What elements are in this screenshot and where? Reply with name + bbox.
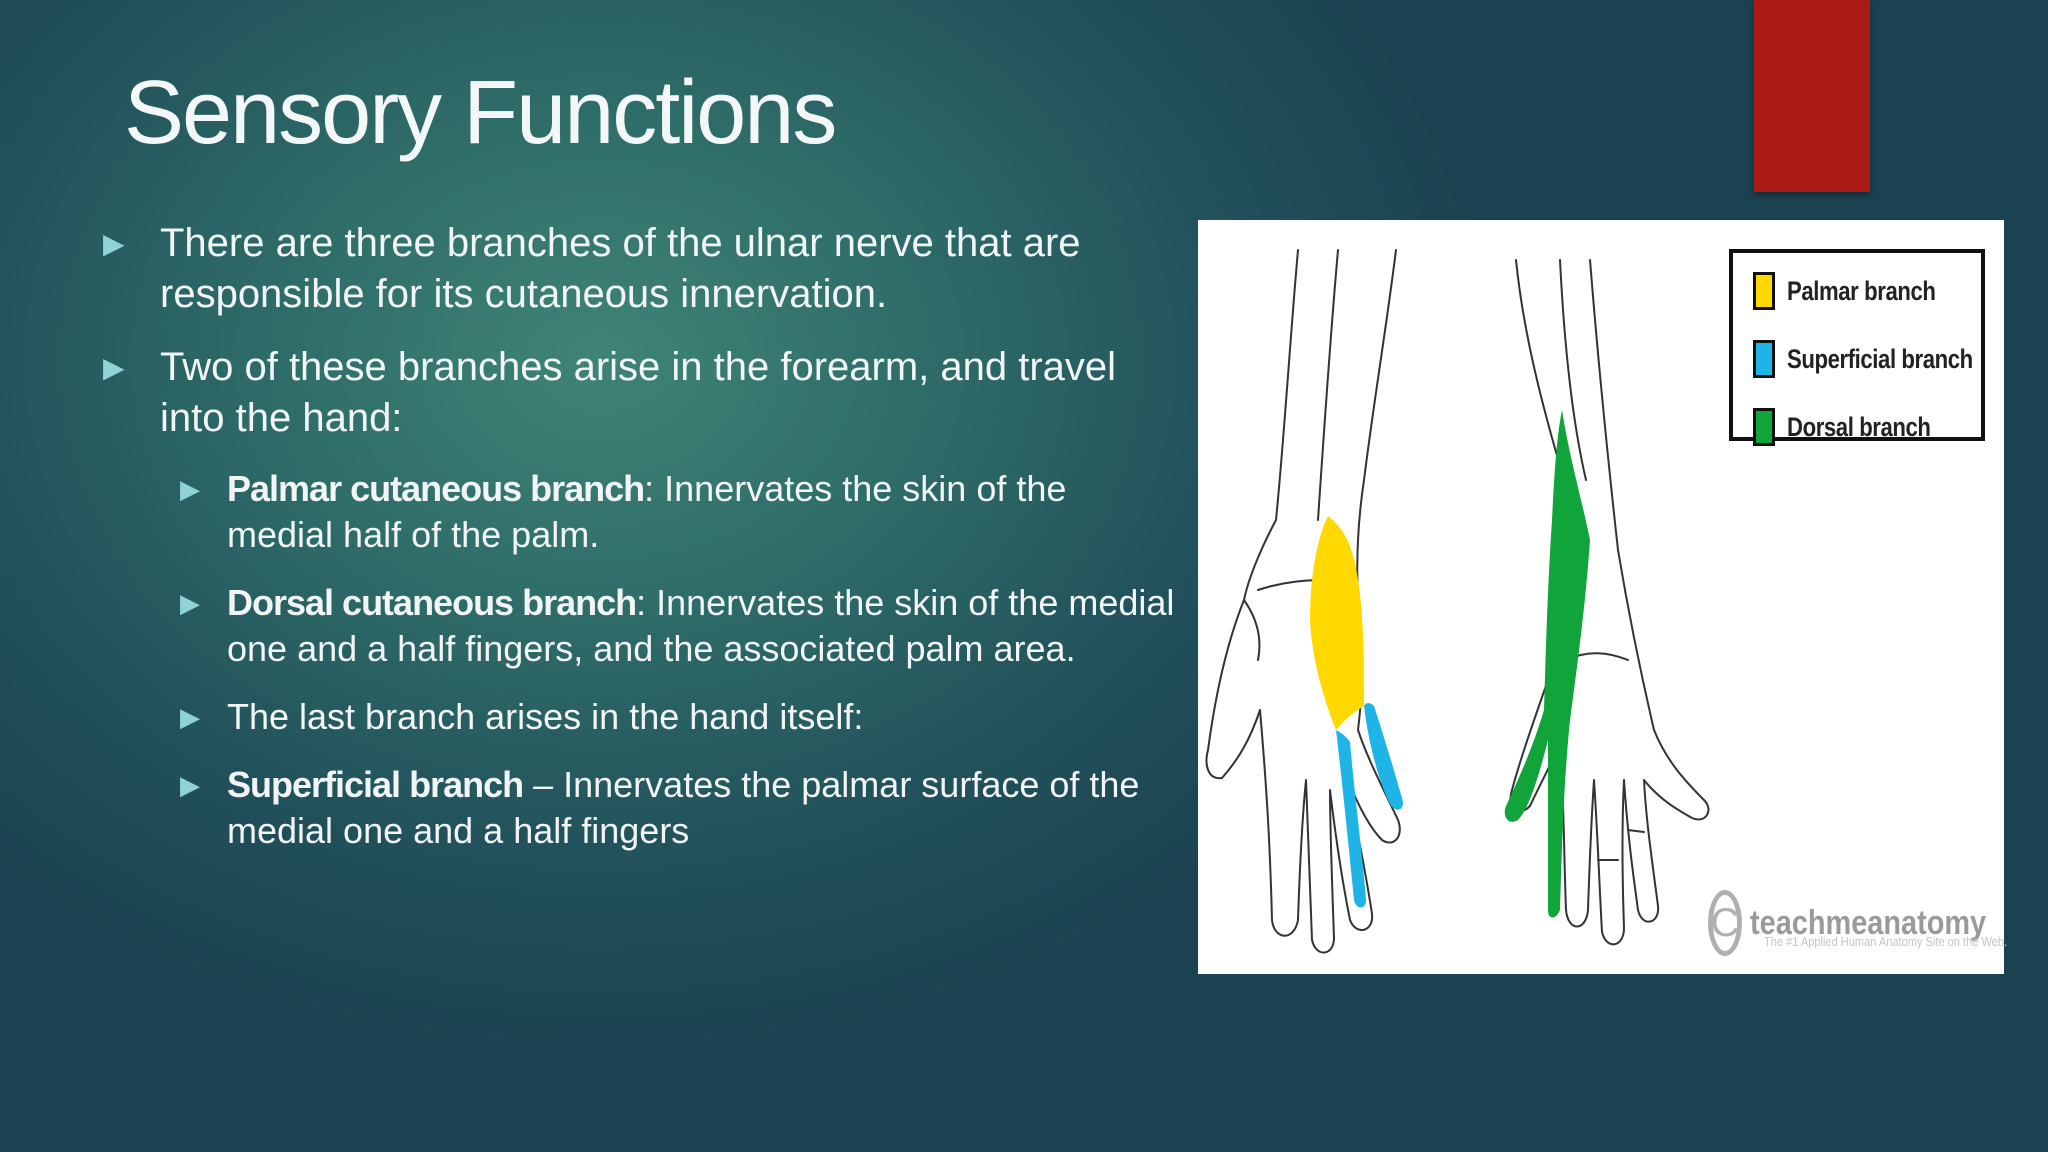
sub-bullet-bold: Superficial branch: [227, 764, 524, 805]
copyright-icon: C: [1708, 890, 1742, 956]
bullet-item: ▶ Two of these branches arise in the for…: [100, 342, 1180, 444]
slide-title: Sensory Functions: [124, 63, 837, 163]
legend-label: Dorsal branch: [1787, 411, 1931, 442]
sub-bullet-text: : Innervates the skin of the medial half…: [227, 468, 1067, 555]
sub-bullet-item: ▶ Superficial branch – Innervates the pa…: [100, 762, 1180, 854]
bullet-item: ▶ There are three branches of the ulnar …: [100, 218, 1180, 320]
bullet-arrow-icon: ▶: [103, 352, 125, 383]
ulnar-nerve-illustration: Palmar branch Superficial branch Dorsal …: [1198, 220, 2007, 974]
sub-bullet-text: The last branch arises in the hand itsel…: [227, 696, 864, 737]
legend-label: Superficial branch: [1787, 343, 1973, 374]
legend-swatch-green: [1753, 408, 1775, 446]
bullet-arrow-icon: ▶: [180, 588, 200, 618]
dorsal-branch-area: [1504, 410, 1590, 918]
bullet-arrow-icon: ▶: [180, 474, 200, 504]
legend-item: Dorsal branch: [1753, 405, 1962, 449]
red-accent-tab: [1754, 0, 1870, 192]
legend-swatch-blue: [1753, 340, 1775, 378]
sub-bullet-text: : Innervates the skin of the medial one …: [227, 582, 1175, 669]
sub-bullet-bold: Dorsal cutaneous branch: [227, 582, 637, 623]
superficial-branch-finger-2: [1364, 703, 1403, 810]
sub-bullet-item: ▶ Dorsal cutaneous branch: Innervates th…: [100, 580, 1180, 672]
sub-bullet-text: – Innervates the palmar surface of the m…: [227, 764, 1140, 851]
palmar-branch-area: [1310, 516, 1364, 730]
legend-label: Palmar branch: [1787, 275, 1936, 306]
bullet-list: ▶ There are three branches of the ulnar …: [100, 218, 1180, 876]
brand-tagline: The #1 Applied Human Anatomy Site on the…: [1764, 934, 2008, 949]
superficial-branch-finger-1: [1336, 730, 1366, 908]
legend-item: Superficial branch: [1753, 337, 2014, 381]
figure-legend: Palmar branch Superficial branch Dorsal …: [1729, 249, 1985, 446]
bullet-arrow-icon: ▶: [103, 228, 125, 259]
bullet-text: There are three branches of the ulnar ne…: [160, 221, 1081, 316]
sub-bullet-item: ▶ Palmar cutaneous branch: Innervates th…: [100, 466, 1180, 558]
bullet-text: Two of these branches arise in the forea…: [160, 345, 1117, 440]
sub-bullet-item: ▶ The last branch arises in the hand its…: [100, 694, 1180, 740]
watermark: C teachmeanatomy The #1 Applied Human An…: [1708, 890, 2028, 956]
legend-item: Palmar branch: [1753, 269, 1968, 313]
hand-drawing: [1205, 249, 1710, 954]
legend-swatch-yellow: [1753, 272, 1775, 310]
bullet-arrow-icon: ▶: [180, 702, 200, 732]
brand-name: teachmeanatomy: [1750, 903, 1987, 942]
sub-bullet-bold: Palmar cutaneous branch: [227, 468, 645, 509]
bullet-arrow-icon: ▶: [180, 770, 200, 800]
